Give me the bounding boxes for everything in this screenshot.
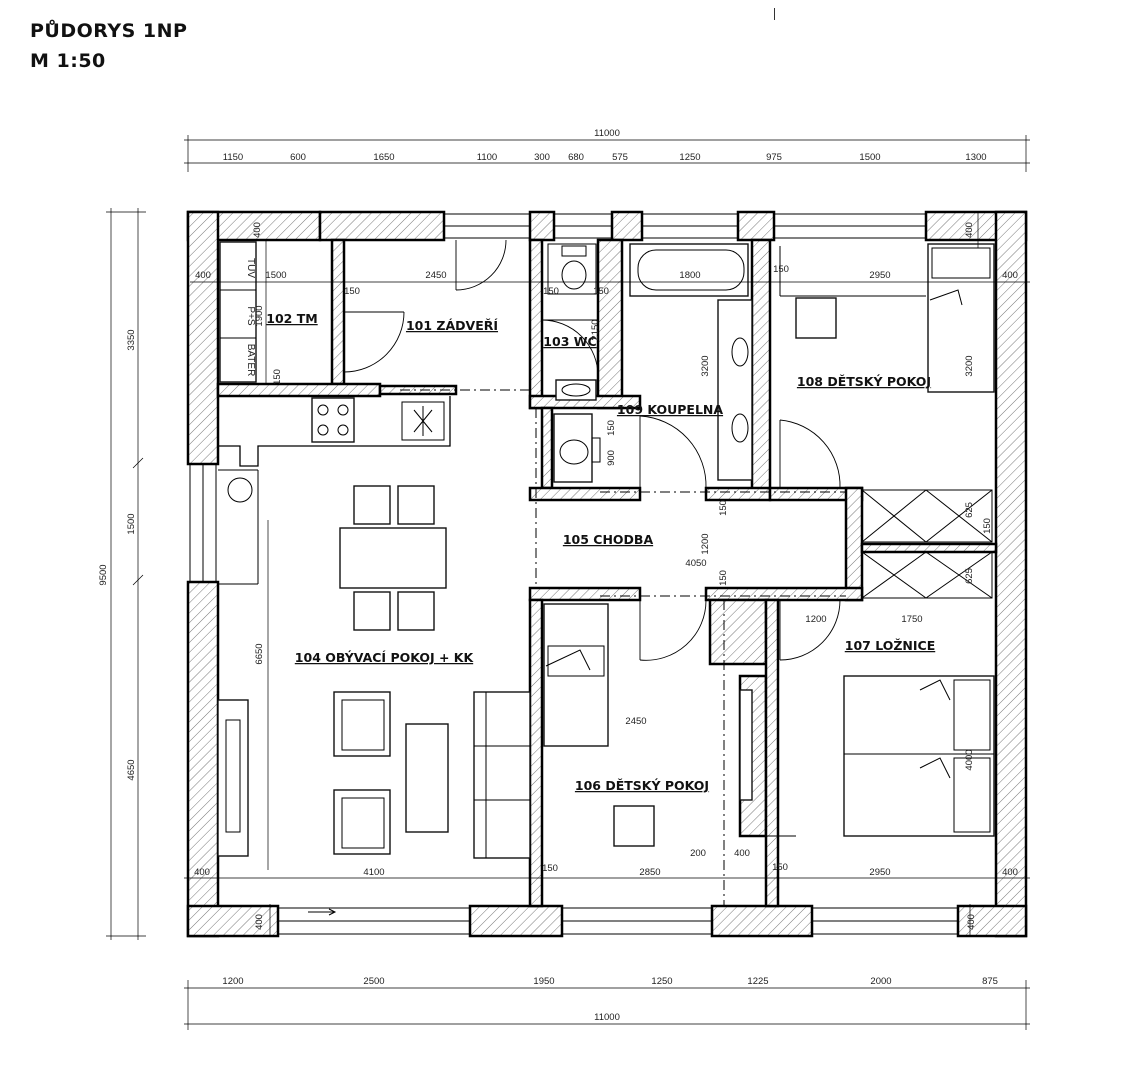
- dim-2150: 2150: [590, 319, 601, 340]
- dim-1800: 1800: [679, 270, 700, 281]
- dim-top-9: 975: [766, 152, 782, 163]
- dim-2950-b: 2950: [869, 867, 890, 878]
- dim-400-b: 400: [195, 270, 211, 281]
- dim-2450-b: 2450: [625, 716, 646, 727]
- dim-150-h: 150: [718, 570, 729, 586]
- dim-left-2: 1500: [126, 513, 137, 534]
- dim-150-e: 150: [272, 369, 283, 385]
- room-109: 109 KOUPELNA: [617, 402, 723, 417]
- dim-left-total: 9500: [98, 564, 109, 585]
- dim-150-b: 150: [543, 286, 559, 297]
- dim-2850: 2850: [639, 867, 660, 878]
- dim-top-11: 1300: [965, 152, 986, 163]
- label-bater: BATER: [245, 344, 256, 377]
- dim-400-a: 400: [252, 222, 263, 238]
- dim-150-g: 150: [718, 500, 729, 516]
- room-108: 108 DĚTSKÝ POKOJ: [797, 374, 931, 389]
- dim-2950-a: 2950: [869, 270, 890, 281]
- dim-150-j: 150: [542, 863, 558, 874]
- dim-400-c: 400: [964, 222, 975, 238]
- dim-top-10: 1500: [859, 152, 880, 163]
- plan-scale: M 1:50: [30, 50, 106, 72]
- dim-top-7: 575: [612, 152, 628, 163]
- dim-bottom-7: 875: [982, 976, 998, 987]
- doors: [343, 239, 841, 837]
- dim-1200-a: 1200: [700, 533, 711, 554]
- dim-2450: 2450: [425, 270, 446, 281]
- dim-625-a: 625: [964, 502, 975, 518]
- room-104: 104 OBÝVACÍ POKOJ + KK: [295, 650, 475, 665]
- dim-150-f: 150: [606, 420, 617, 436]
- dim-bottom-1: 1200: [222, 976, 243, 987]
- inner-dims: 400 400 1500 2450 1800 2950 400 400 150 …: [194, 222, 1018, 930]
- room-107: 107 LOŽNICE: [845, 638, 935, 653]
- dim-400-i: 400: [966, 914, 977, 930]
- dim-400-h: 400: [254, 914, 265, 930]
- page-tick-mark: [774, 8, 775, 20]
- dim-4100: 4100: [363, 867, 384, 878]
- dim-bottom-4: 1250: [651, 976, 672, 987]
- label-tuv: TUV: [245, 258, 256, 278]
- dim-900: 900: [606, 450, 617, 466]
- dim-top-8: 1250: [679, 152, 700, 163]
- dim-4000: 4000: [964, 749, 975, 770]
- dim-150-i: 150: [982, 518, 993, 534]
- section-lines: [400, 389, 846, 906]
- dim-top-6: 680: [568, 152, 584, 163]
- room-labels: 101 ZÁDVEŘÍ 102 TM 103 WC 104 OBÝVACÍ PO…: [266, 311, 935, 793]
- dim-top-2: 600: [290, 152, 306, 163]
- dims-top: 1150 600 1650 1100 300 680 575 1250 975 …: [223, 152, 987, 163]
- interior-walls: [216, 238, 998, 908]
- storage-labels: TUV P+S BATER: [245, 258, 256, 376]
- dim-bottom-total: 11000: [594, 1012, 620, 1023]
- room-103: 103 WC: [543, 334, 596, 349]
- dim-bottom-5: 1225: [747, 976, 768, 987]
- dim-top-3: 1650: [373, 152, 394, 163]
- dim-3200-a: 3200: [700, 355, 711, 376]
- dim-150-a: 150: [344, 286, 360, 297]
- dim-4050: 4050: [685, 558, 706, 569]
- room-106: 106 DĚTSKÝ POKOJ: [575, 778, 709, 793]
- dim-top-1: 1150: [223, 152, 243, 163]
- dim-bottom-6: 2000: [870, 976, 891, 987]
- dimension-lines: [106, 135, 1030, 1030]
- dim-left-1: 3350: [126, 329, 137, 350]
- plan-title: PŮDORYS 1NP: [30, 20, 188, 42]
- dim-6650: 6650: [254, 643, 265, 664]
- dim-1200-b: 1200: [805, 614, 826, 625]
- dim-top-4: 1100: [477, 152, 497, 163]
- label-ps: P+S: [245, 306, 256, 326]
- dim-bottom-3: 1950: [533, 976, 554, 987]
- room-101: 101 ZÁDVEŘÍ: [406, 318, 498, 333]
- dim-left-3: 4650: [126, 759, 137, 780]
- dim-1750: 1750: [901, 614, 922, 625]
- dims-bottom: 1200 2500 1950 1250 1225 2000 875: [222, 976, 998, 987]
- dim-3200-b: 3200: [964, 355, 975, 376]
- windows: [189, 213, 959, 935]
- dim-150-k: 150: [772, 862, 788, 873]
- dim-150-d: 150: [773, 264, 789, 275]
- dim-625-b: 625: [964, 568, 975, 584]
- dims-left: 9500 3350 1500 4650: [98, 329, 137, 780]
- dim-top-5: 300: [534, 152, 550, 163]
- dim-400-d: 400: [1002, 270, 1018, 281]
- dim-1900: 1900: [254, 305, 265, 326]
- dim-150-c: 150: [593, 286, 609, 297]
- dim-200: 200: [690, 848, 706, 859]
- dim-bottom-2: 2500: [363, 976, 384, 987]
- dim-400-f: 400: [734, 848, 750, 859]
- room-102: 102 TM: [266, 311, 317, 326]
- dim-400-e: 400: [194, 867, 210, 878]
- dim-1500: 1500: [265, 270, 286, 281]
- dim-400-g: 400: [1002, 867, 1018, 878]
- furniture: [217, 241, 995, 859]
- dim-top-total: 11000: [594, 128, 620, 139]
- room-105: 105 CHODBA: [563, 532, 654, 547]
